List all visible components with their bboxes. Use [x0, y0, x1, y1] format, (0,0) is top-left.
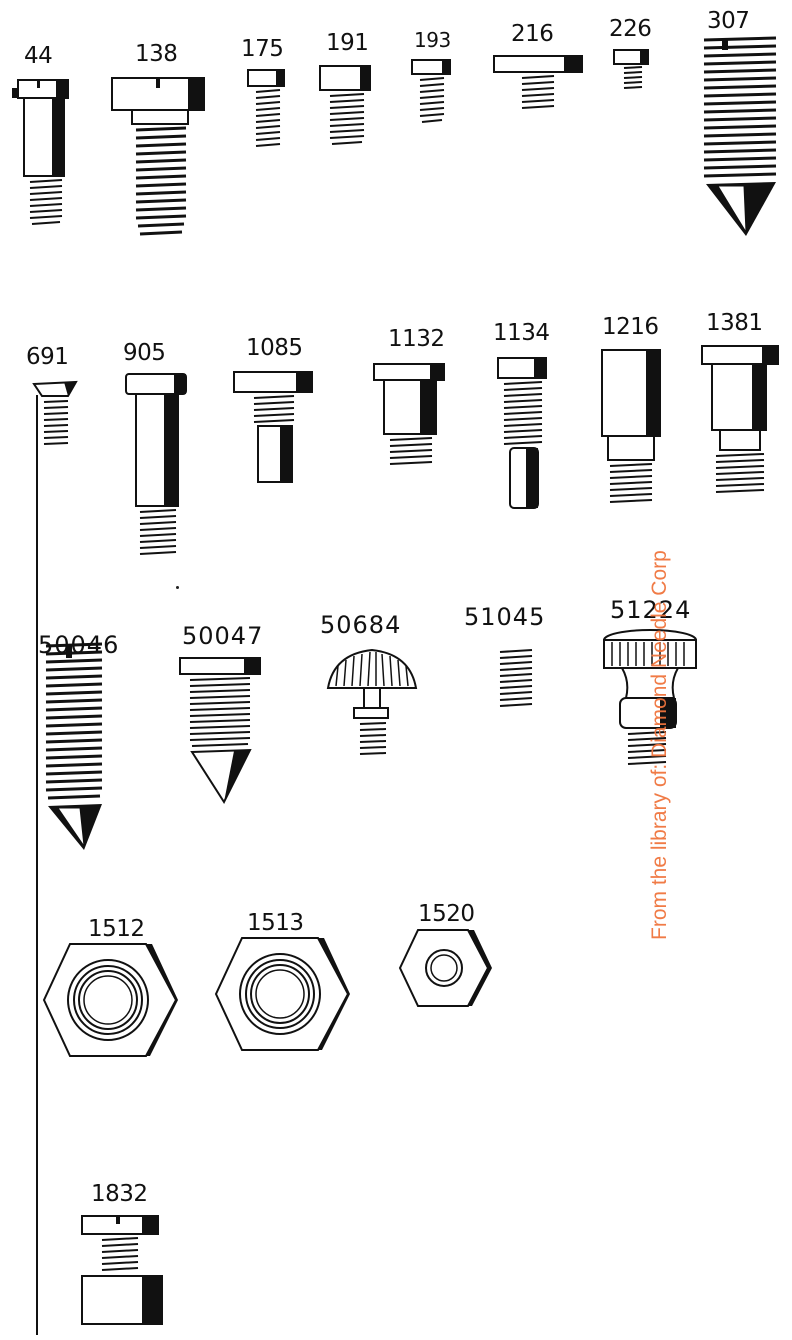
part-number-1512: 1512: [88, 916, 145, 942]
ink-speck: [176, 586, 179, 589]
part-44-screw: [12, 79, 69, 225]
part-191-screw: [319, 65, 371, 145]
part-number-307: 307: [707, 8, 750, 34]
part-50047-point-screw: [179, 657, 261, 805]
part-216-screw: [493, 55, 583, 109]
part-number-1085: 1085: [246, 335, 303, 361]
part-number-1216: 1216: [602, 314, 659, 340]
part-number-1381: 1381: [706, 310, 763, 336]
part-1085-screw: [233, 371, 313, 483]
part-number-691: 691: [26, 344, 69, 370]
part-226-screw: [613, 49, 649, 89]
part-number-226: 226: [609, 16, 652, 42]
part-1381-screw: [701, 345, 779, 493]
part-number-138: 138: [135, 41, 178, 67]
part-138-screw: [111, 77, 205, 236]
part-175-screw: [247, 69, 285, 147]
part-number-1832: 1832: [91, 1181, 148, 1207]
part-1216-bushing: [601, 349, 661, 503]
library-watermark: From the library of: Diamond Needle Corp: [648, 550, 671, 940]
part-number-193: 193: [414, 28, 451, 52]
part-number-1513: 1513: [247, 910, 304, 936]
part-51045-set-screw: [499, 649, 533, 707]
part-1512-hex-nut: [42, 943, 178, 1057]
part-1832-screw: [81, 1215, 163, 1325]
part-691-screw: [32, 380, 78, 445]
part-number-216: 216: [511, 21, 554, 47]
part-number-50047: 50047: [182, 622, 264, 650]
part-1520-hex-nut: [398, 929, 492, 1007]
part-number-191: 191: [326, 30, 369, 56]
part-number-905: 905: [123, 340, 166, 366]
part-number-44: 44: [24, 43, 53, 69]
part-50046-point-screw: [45, 642, 103, 850]
part-number-50684: 50684: [320, 611, 402, 639]
part-number-51224: 51224: [610, 596, 692, 624]
part-1132-screw: [373, 363, 445, 465]
part-1513-hex-nut: [214, 937, 350, 1051]
part-905-shoulder-screw: [125, 373, 187, 555]
part-1134-screw: [497, 357, 547, 509]
part-307-point-screw: [703, 36, 777, 236]
part-193-screw: [411, 59, 451, 123]
left-margin-rule: [36, 395, 38, 1335]
part-50684-thumb-screw: [326, 648, 418, 755]
part-number-1132: 1132: [388, 326, 445, 352]
part-number-175: 175: [241, 36, 284, 62]
part-51224-thumb-screw: [603, 629, 697, 765]
part-number-1520: 1520: [418, 901, 475, 927]
part-number-51045: 51045: [464, 603, 546, 631]
part-number-1134: 1134: [493, 320, 550, 346]
